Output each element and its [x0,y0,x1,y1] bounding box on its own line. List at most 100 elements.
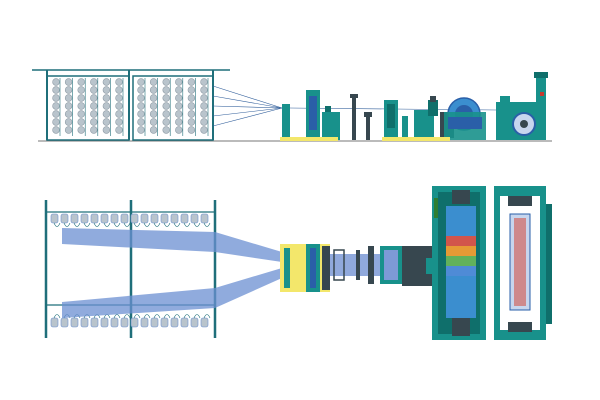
base-plate [410,137,450,141]
bobbin-icon [175,126,183,134]
bobbin-icon [64,102,73,110]
stop-motion-cap [350,94,358,98]
bobbin-icon [170,213,179,224]
yarn-loop [153,222,161,227]
bobbin-icon [137,126,145,134]
drum-stripe-orange [446,246,476,256]
yarn-sheet-upper [62,228,282,262]
bobbin-icon [90,110,98,118]
yarn-line [212,107,283,127]
drum-motor [426,258,436,274]
bobbin-icon [60,213,69,224]
bobbin-icon [130,213,139,224]
bobbin-icon [115,118,123,126]
comb-support [402,116,408,140]
bobbin-icon [52,110,60,118]
yarn-loop [73,222,81,227]
bobbin-grid-right [137,78,209,136]
bobbin-grid-left [52,78,124,136]
bobbin-icon [100,213,109,224]
expanding-comb-icon [382,100,410,141]
bobbin-icon [200,213,209,224]
bobbin-icon [64,110,73,118]
bobbin-icon [150,213,159,224]
tension-box [322,112,340,140]
yarn-loop [53,222,61,227]
bobbin-icon [162,118,170,126]
bobbin-icon [137,78,145,86]
beamer-top [500,96,510,104]
beam-bearing-bottom [508,322,532,332]
bobbin-icon [102,110,111,118]
yarn-loop [133,222,141,227]
beamer-tower-cap [534,72,548,78]
bobbin-icon [52,102,60,110]
bobbin-icon [180,213,189,224]
bobbin-icon [60,317,69,328]
bobbin-icon [187,86,196,94]
bobbin-icon [187,94,196,102]
bobbin-icon [200,102,208,110]
bobbin-icon [200,126,208,134]
tension-roll [322,246,330,290]
comb-reed [309,96,317,130]
tension-unit-icon [280,90,340,141]
bobbin-icon [120,317,129,328]
bobbin-icon [160,213,169,224]
bobbin-icon [175,110,183,118]
yarn-loop [93,222,101,227]
bobbin-icon [77,94,85,102]
beaming-machine-icon [496,72,548,140]
yarn-loop [113,314,121,319]
bobbin-icon [190,213,199,224]
yarn-loop [163,222,171,227]
bobbin-icon [150,317,159,328]
yarn-loop [113,222,121,227]
bobbin-icon [175,102,183,110]
yarn-loop [123,222,131,227]
drum-stripe-green [446,256,476,266]
bobbin-icon [115,86,123,94]
bobbin-icon [90,317,99,328]
bobbin-icon [52,78,60,86]
bobbin-icon [162,94,170,102]
drum-stripe-blue [446,266,476,276]
bobbin-icon [200,78,208,86]
drum-stripe-red [446,236,476,246]
bobbin-icon [77,86,85,94]
creel-section-left [46,70,130,141]
bobbin-icon [187,110,196,118]
tension-unit-icon [280,244,330,292]
warping-drum-icon [410,96,486,141]
bobbin-icon [187,118,196,126]
yarn-loop [163,314,171,319]
base-plate [382,137,410,141]
bobbin-icon [102,94,111,102]
bobbin-icon [187,126,196,134]
bobbin-icon [115,126,123,134]
bobbin-icon [90,86,98,94]
tension-rail [284,248,290,288]
bobbin-icon [162,102,170,110]
bobbin-icon [149,118,158,126]
bobbin-icon [52,118,60,126]
bobbin-icon [149,78,158,86]
yarn-loop [203,314,211,319]
bobbin-icon [90,213,99,224]
bobbin-icon [140,213,149,224]
bobbin-icon [120,213,129,224]
bobbin-icon [64,94,73,102]
comb-window [387,104,395,128]
plan-view [44,186,552,340]
yarn-loop [203,222,211,227]
bobbin-icon [175,78,183,86]
bobbin-row-top [50,213,211,227]
bobbin-icon [187,102,196,110]
bobbin-icon [77,126,85,134]
yarn-loop [193,314,201,319]
bobbin-icon [70,317,79,328]
bobbin-icon [115,78,123,86]
motor-top [430,96,436,102]
bobbin-icon [80,317,89,328]
yarn-sheet-lower [62,268,282,318]
